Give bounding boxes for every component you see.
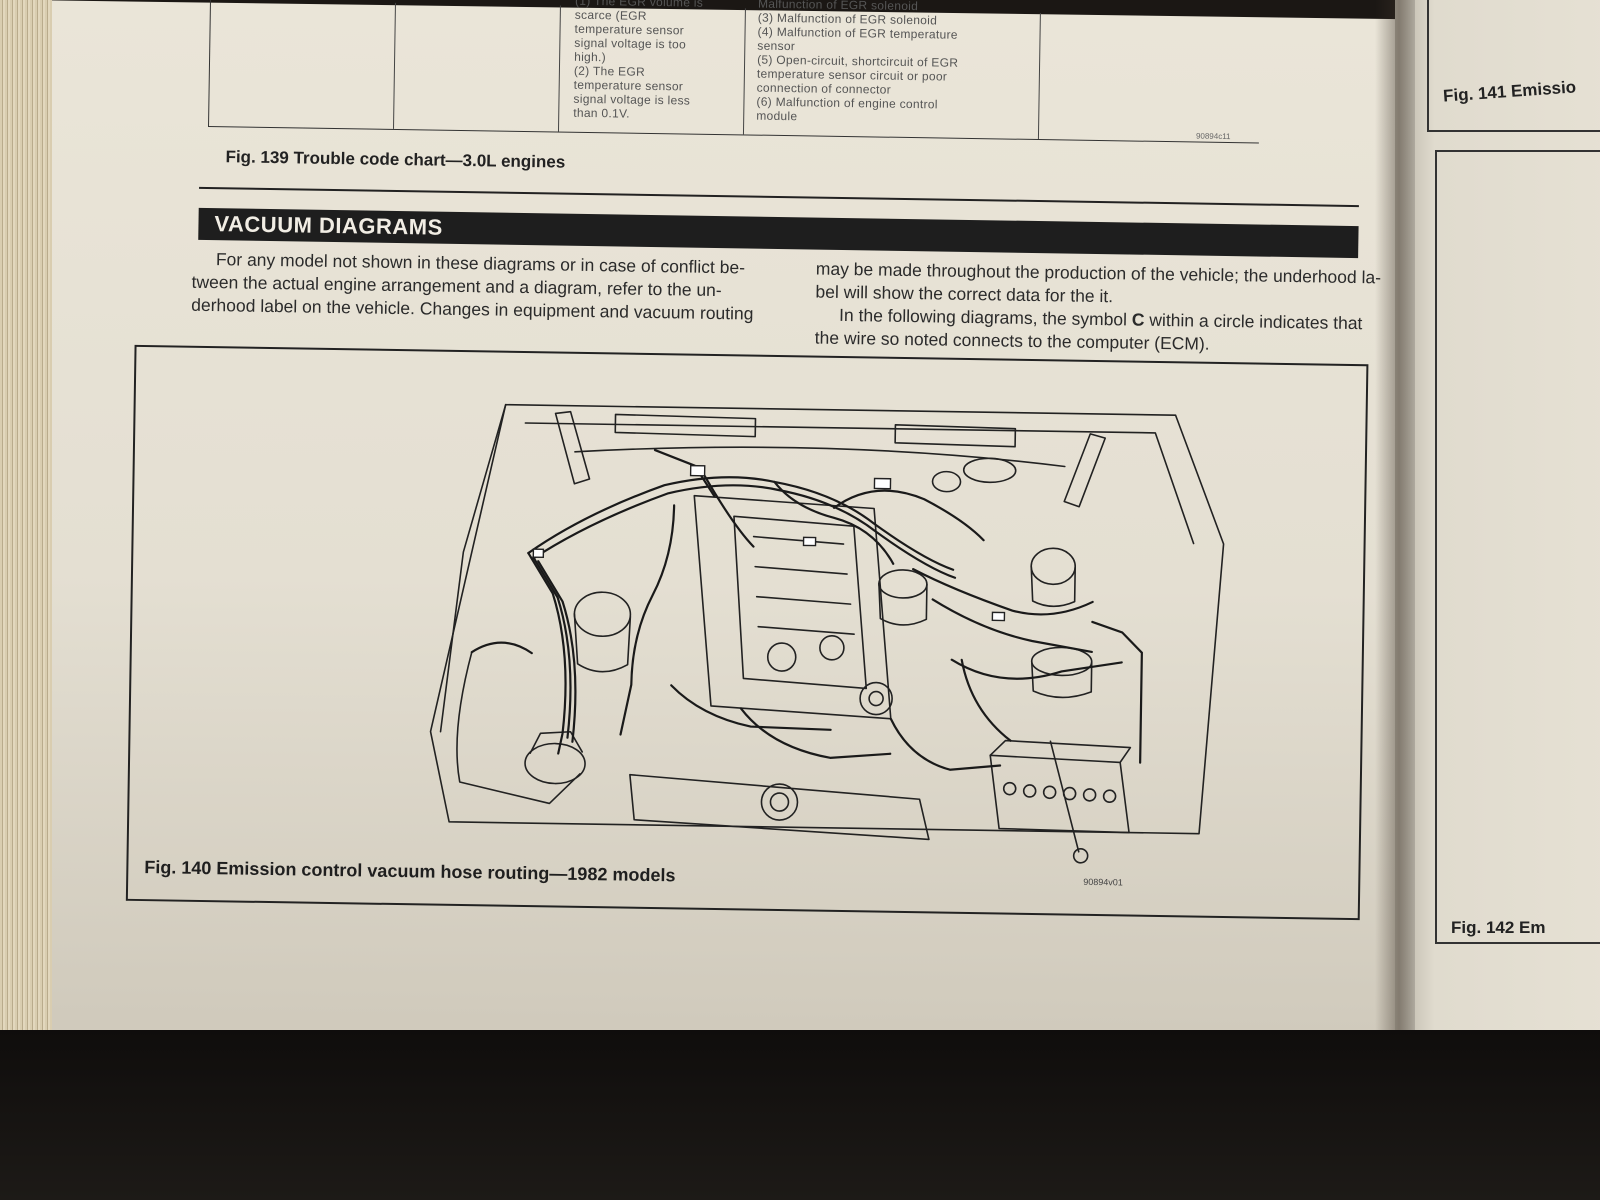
body-right-column: may be made throughout the production of… [814, 258, 1382, 354]
ecm-note-end: within a circle indicates that [1144, 309, 1363, 334]
trouble-code-table: (1) The EGR volume is scarce (EGR temper… [208, 0, 1261, 144]
table-cell-conditions: (1) The EGR volume is scarce (EGR temper… [573, 0, 704, 121]
body-left-column: For any model not shown in these diagram… [191, 249, 754, 324]
book-gutter [1375, 0, 1415, 1060]
fig142-caption: Fig. 142 Em [1451, 918, 1546, 937]
engine-bay-diagram [429, 403, 1225, 864]
section-rule [199, 186, 1359, 208]
ecm-symbol: C [1131, 309, 1145, 330]
right-page: Fig. 141 Emissio Fig. 142 Em [1395, 0, 1600, 1060]
fig140-code: 90894v01 [1083, 876, 1123, 888]
fig141-frame [1427, 0, 1600, 132]
ecm-note-start: In the following diagrams, the symbol [838, 304, 1133, 330]
book-bottom-shadow [0, 1030, 1600, 1200]
section-title: VACUUM DIAGRAMS [214, 211, 443, 240]
fig142-frame [1435, 150, 1600, 944]
fig140-frame: Fig. 140 Emission control vacuum hose ro… [125, 344, 1369, 921]
page-edges [0, 0, 52, 1040]
page-content: (1) The EGR volume is scarce (EGR temper… [125, 0, 1390, 998]
table-code: 90894c11 [1195, 131, 1231, 142]
fig139-caption: Fig. 139 Trouble code chart—3.0L engines [225, 147, 566, 172]
table-cell-causes: Malfunction of EGR solenoid (3) Malfunct… [756, 0, 959, 124]
